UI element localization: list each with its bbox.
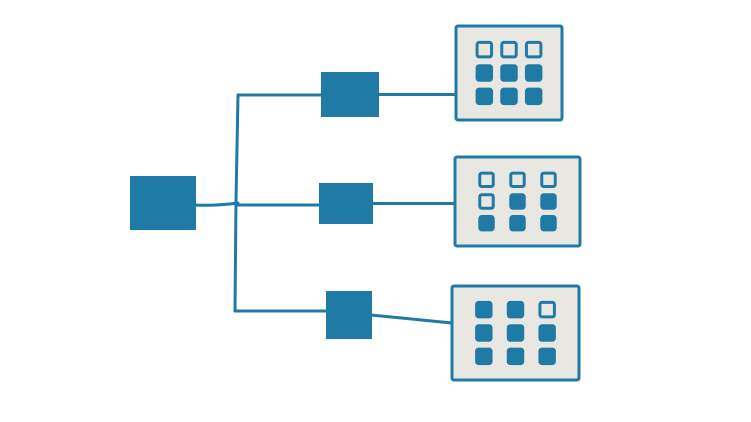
branch-1-cell-0-1 (500, 40, 518, 59)
branch-3-cell-2-1 (506, 347, 525, 366)
branch-2-cell-1-1 (509, 193, 526, 210)
branch-3-cell-0-2 (538, 300, 556, 319)
branch-2-cell-0-1 (509, 171, 526, 189)
branch-3-connector-out (369, 313, 454, 325)
branch-1-cell-0-2 (524, 40, 543, 59)
root-node (130, 176, 196, 230)
branch-2-cell-0-2 (540, 171, 557, 189)
branch-1-cell-2-2 (524, 87, 543, 106)
root-connector (193, 201, 240, 207)
branch-1-cell-0-0 (475, 40, 494, 59)
branch-2-cell-1-0 (478, 193, 495, 210)
branch-1-cell-1-2 (524, 64, 543, 82)
trunk-line (233, 93, 240, 313)
branch-1-cell-2-0 (475, 87, 494, 106)
branch-2-cell-2-2 (540, 214, 557, 232)
branch-1-cell-2-1 (500, 87, 518, 106)
branch-3-node (326, 291, 372, 339)
branch-3-cell-2-2 (538, 347, 556, 366)
branch-1-cell-1-1 (500, 64, 518, 82)
branch-3-cell-2-0 (475, 347, 493, 366)
branch-1-cell-1-0 (475, 64, 494, 82)
branch-2-cell-1-2 (540, 193, 557, 210)
branch-3-cell-0-0 (475, 300, 493, 319)
branch-3-cell-1-1 (506, 324, 525, 342)
branch-2-cell-0-0 (478, 171, 495, 189)
branch-2-node (319, 183, 373, 224)
branch-1-node (321, 72, 379, 117)
branch-3-cell-0-1 (506, 300, 525, 319)
branch-3-cell-1-2 (538, 324, 556, 342)
branch-3-cell-1-0 (475, 324, 493, 342)
branch-2-cell-2-1 (509, 214, 526, 232)
branch-2-cell-2-0 (478, 214, 495, 232)
